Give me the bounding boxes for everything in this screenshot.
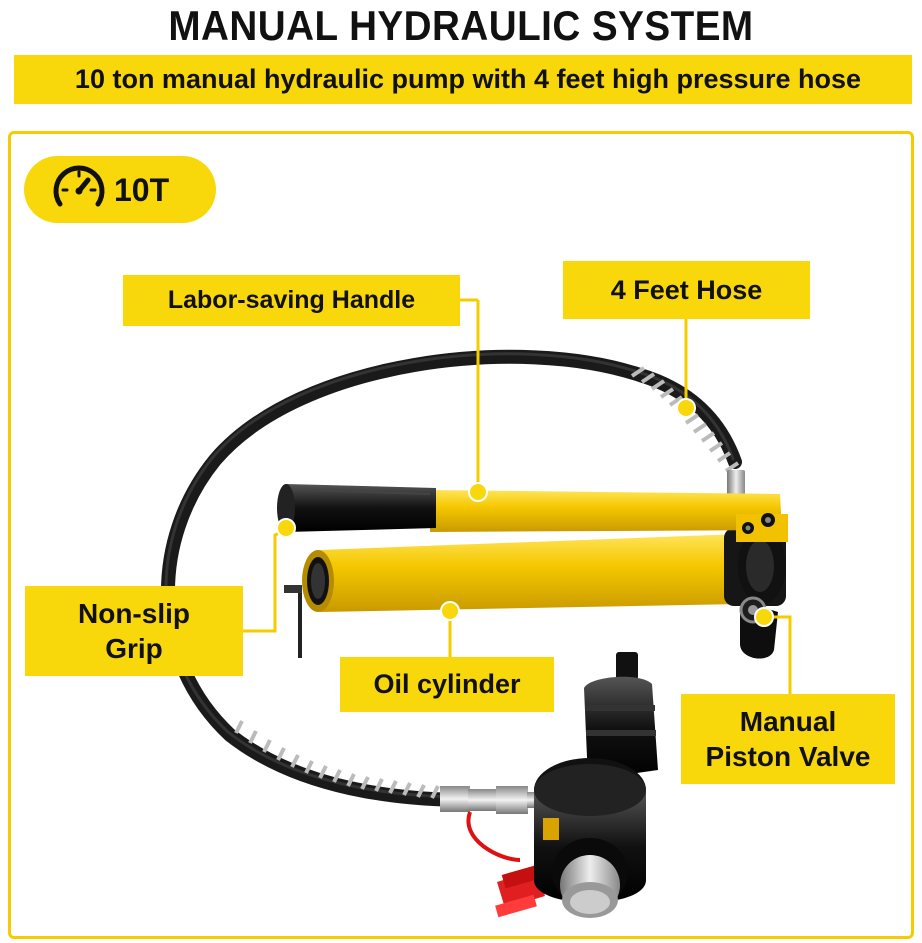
capacity-label: 10T (114, 172, 170, 208)
subtitle-banner: 10 ton manual hydraulic pump with 4 feet… (14, 55, 912, 104)
callout-handle-text: Labor-saving Handle (167, 286, 416, 314)
pump-head (724, 528, 786, 659)
red-dust-cap (466, 811, 545, 918)
callout-valve-text: Manual Piston Valve (705, 706, 871, 772)
callout-hose-text: 4 Feet Hose (610, 274, 763, 305)
callout-oil-text: Oil cylinder (373, 669, 521, 699)
rubber-grip (277, 484, 436, 532)
hose-spring-bottom (234, 720, 440, 799)
callout-leaders (243, 298, 792, 694)
callout-oil-cylinder: Oil cylinder (340, 657, 554, 712)
pump-handle (430, 490, 788, 542)
hydraulic-ram (534, 652, 658, 918)
callout-labor-saving-handle: Labor-saving Handle (123, 275, 460, 326)
callout-four-feet-hose: 4 Feet Hose (563, 261, 810, 319)
quick-coupler (496, 786, 528, 814)
callout-manual-piston-valve: Manual Piston Valve (681, 694, 895, 784)
hydraulic-hose (160, 349, 742, 807)
callout-grip-text: Non-slip Grip (78, 598, 190, 664)
gauge-icon (53, 165, 105, 207)
oil-cylinder (284, 534, 740, 658)
hose-fitting-top (727, 470, 745, 496)
callout-dots (276, 398, 774, 627)
hose-fitting-bottom (440, 786, 470, 812)
page-title: MANUAL HYDRAULIC SYSTEM (168, 2, 754, 49)
callout-non-slip-grip: Non-slip Grip (25, 586, 243, 676)
